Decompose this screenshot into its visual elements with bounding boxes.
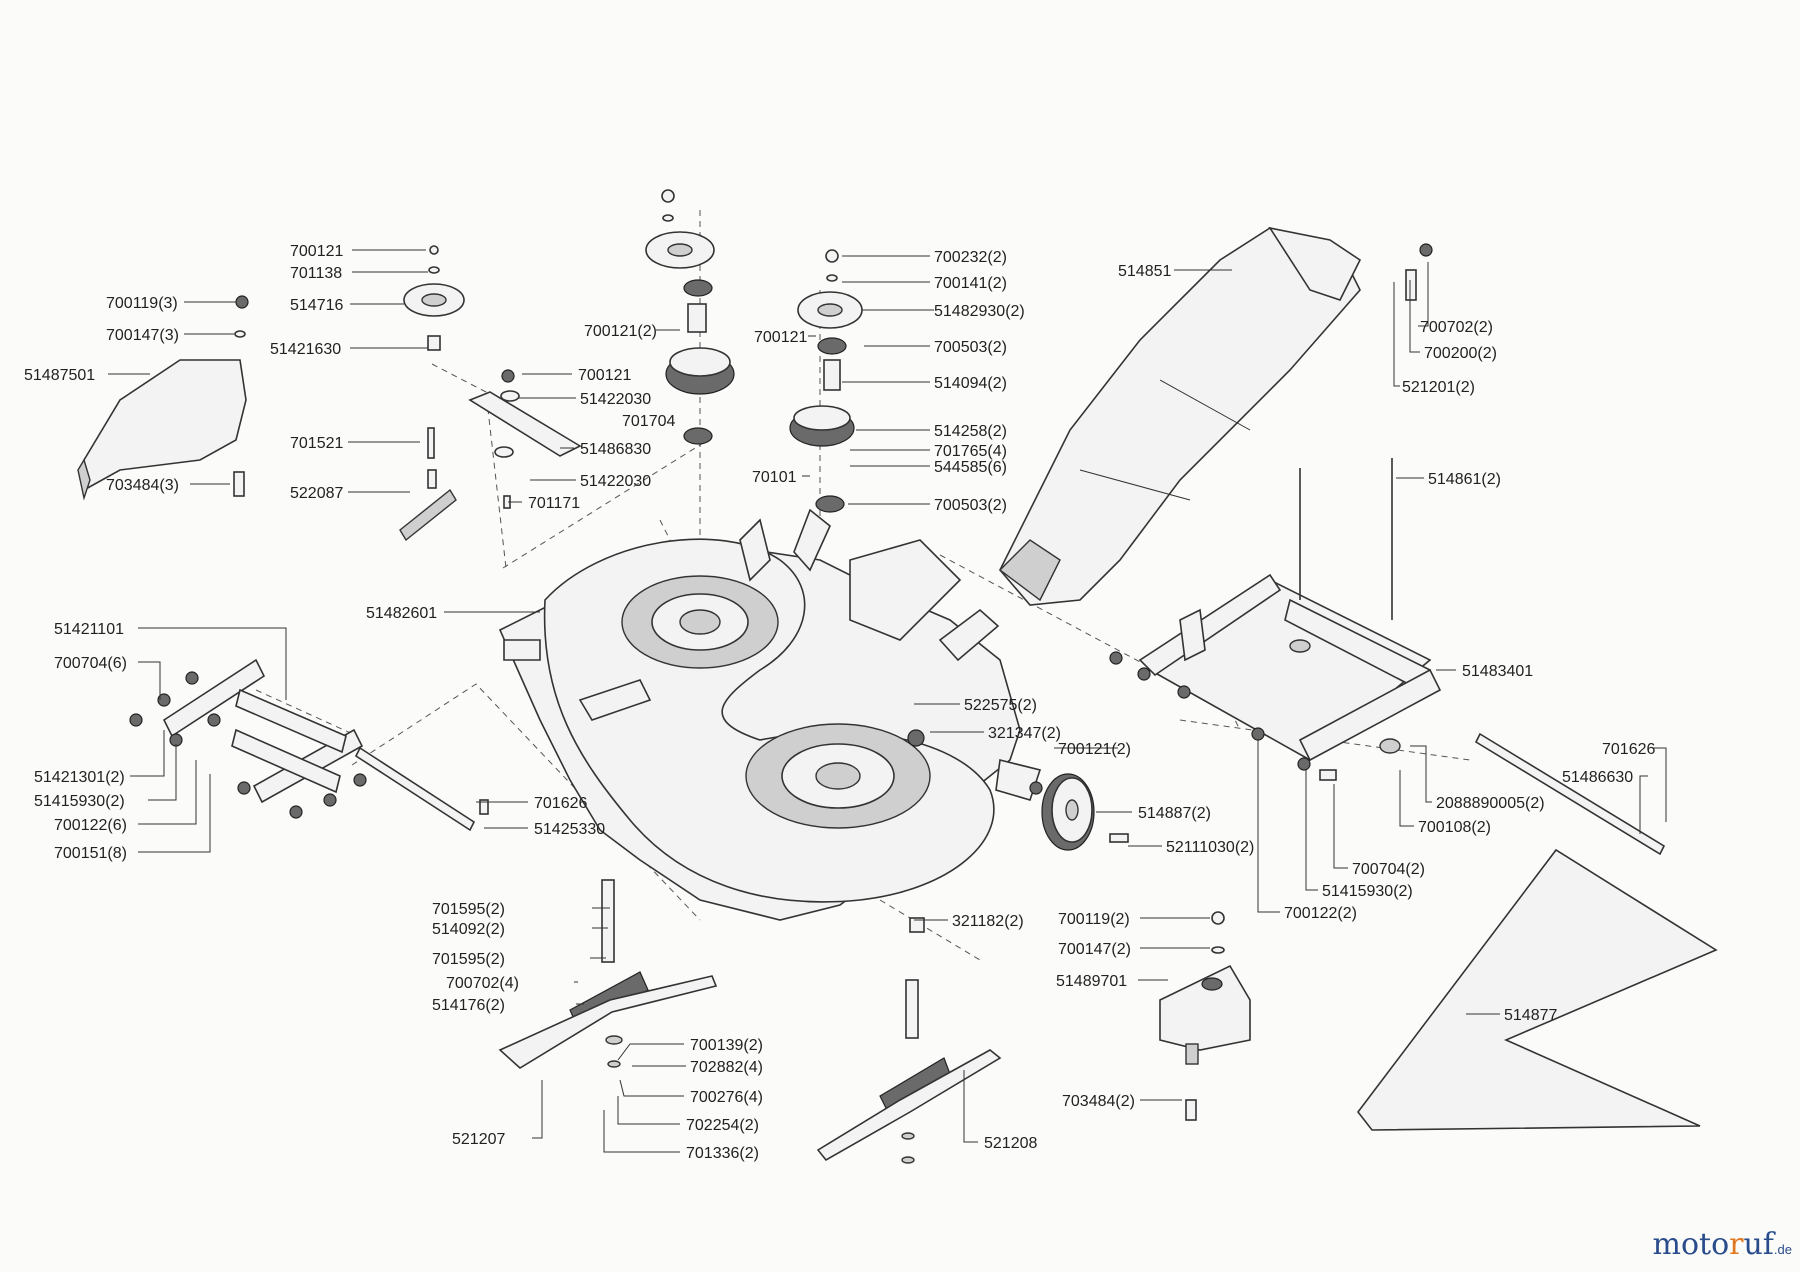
blade-right-assembly [816, 979, 1002, 1164]
label-700122-2: 700122(2) [1284, 905, 1357, 922]
label-51486630: 51486630 [1562, 769, 1633, 786]
label-321182-2: 321182(2) [952, 913, 1024, 930]
label-700141-2: 700141(2) [934, 275, 1007, 292]
label-701626-b: 701626 [1602, 741, 1655, 758]
part-number-labels: 700121 701138 514716 51421630 700119(3) … [24, 243, 1655, 1162]
label-700147-2: 700147(2) [1058, 941, 1131, 958]
label-51487501: 51487501 [24, 367, 95, 384]
label-701521: 701521 [290, 435, 343, 452]
label-700121-2-b: 700121(2) [1058, 741, 1131, 758]
label-70101: 70101 [752, 469, 797, 486]
label-51421630: 51421630 [270, 341, 341, 358]
label-514092-2: 514092(2) [432, 921, 505, 938]
label-700121: 700121 [290, 243, 343, 260]
blade-left-assembly [498, 879, 718, 1069]
label-321347-2: 321347(2) [988, 725, 1061, 742]
label-701595-2-b: 701595(2) [432, 951, 505, 968]
label-51421101: 51421101 [54, 621, 124, 638]
label-514176-2: 514176(2) [432, 997, 505, 1014]
label-700119-3: 700119(3) [106, 295, 178, 312]
label-700503-2-b: 700503(2) [934, 497, 1007, 514]
label-51489701: 51489701 [1056, 973, 1127, 990]
label-700119-2: 700119(2) [1058, 911, 1130, 928]
label-701626-a: 701626 [534, 795, 587, 812]
spring [399, 488, 457, 542]
label-701171: 701171 [528, 495, 580, 512]
label-700702-4: 700702(4) [446, 975, 519, 992]
discharge-chute [998, 226, 1362, 606]
label-700108-2: 700108(2) [1418, 819, 1491, 836]
fasteners [233, 243, 1433, 1121]
label-700503-2-a: 700503(2) [934, 339, 1007, 356]
label-700232-2: 700232(2) [934, 249, 1007, 266]
label-703484-2: 703484(2) [1062, 1093, 1135, 1110]
brand-tld: .de [1773, 1242, 1792, 1257]
label-51415930-2: 51415930(2) [34, 793, 125, 810]
label-700147-3: 700147(3) [106, 327, 179, 344]
label-51486830: 51486830 [580, 441, 651, 458]
label-514716: 514716 [290, 297, 343, 314]
spindle-assembly-right [789, 249, 863, 513]
gauge-wheel [1041, 773, 1129, 851]
label-51422030-a: 51422030 [580, 391, 651, 408]
label-51415930-2-b: 51415930(2) [1322, 883, 1413, 900]
label-51425330: 51425330 [534, 821, 605, 838]
deck-mounting-brackets [129, 658, 367, 819]
label-700200-2: 700200(2) [1424, 345, 1497, 362]
label-700151-8: 700151(8) [54, 845, 127, 862]
tension-arm [427, 369, 582, 509]
label-700704-6: 700704(6) [54, 655, 127, 672]
label-2088890005-2: 2088890005(2) [1436, 795, 1545, 812]
label-702882-4: 702882(4) [690, 1059, 763, 1076]
label-700704-2: 700704(2) [1352, 861, 1425, 878]
label-701765-4: 701765(4) [934, 443, 1007, 460]
left-belt-cover [77, 359, 247, 501]
label-51483401: 51483401 [1462, 663, 1533, 680]
label-700139-2: 700139(2) [690, 1037, 763, 1054]
label-51482930-2: 51482930(2) [934, 303, 1025, 320]
label-700121-c: 700121 [754, 329, 807, 346]
label-521208: 521208 [984, 1135, 1037, 1152]
label-522087: 522087 [290, 485, 343, 502]
label-701595-2-a: 701595(2) [432, 901, 505, 918]
label-514887-2: 514887(2) [1138, 805, 1211, 822]
label-521207: 521207 [452, 1131, 505, 1148]
label-701704: 701704 [622, 413, 675, 430]
label-521201-2: 521201(2) [1402, 379, 1475, 396]
lift-frame [1138, 458, 1442, 762]
brand-part-3: uf [1743, 1227, 1774, 1262]
label-700121-b: 700121 [578, 367, 631, 384]
label-52111030-2: 52111030(2) [1166, 839, 1254, 856]
label-514258-2: 514258(2) [934, 423, 1007, 440]
brand-part-2: r [1729, 1227, 1744, 1262]
mower-deck [498, 508, 1042, 921]
label-514851: 514851 [1118, 263, 1171, 280]
label-700276-4: 700276(4) [690, 1089, 763, 1106]
label-544585-6: 544585(6) [934, 459, 1007, 476]
label-514094-2: 514094(2) [934, 375, 1007, 392]
label-700702-2: 700702(2) [1420, 319, 1493, 336]
label-701138: 701138 [290, 265, 342, 282]
leader-lines [108, 249, 1667, 1153]
label-51482601: 51482601 [366, 605, 437, 622]
label-51422030-b: 51422030 [580, 473, 651, 490]
label-522575-2: 522575(2) [964, 697, 1037, 714]
brand-part-1: moto [1652, 1227, 1730, 1262]
spindle-assembly-left [645, 189, 735, 445]
label-51421301-2: 51421301(2) [34, 769, 125, 786]
right-belt-cover [1159, 964, 1251, 1065]
label-702254-2: 702254(2) [686, 1117, 759, 1134]
label-703484-3: 703484(3) [106, 477, 179, 494]
label-700121-2: 700121(2) [584, 323, 657, 340]
label-514861-2: 514861(2) [1428, 471, 1501, 488]
brand-logo: motoruf.de [1653, 1227, 1793, 1262]
label-514877: 514877 [1504, 1007, 1557, 1024]
label-700122-6: 700122(6) [54, 817, 127, 834]
axle-rods [354, 732, 1666, 856]
v-belt [1356, 848, 1718, 1131]
idler-pulley [403, 245, 465, 351]
label-701336-2: 701336(2) [686, 1145, 759, 1162]
